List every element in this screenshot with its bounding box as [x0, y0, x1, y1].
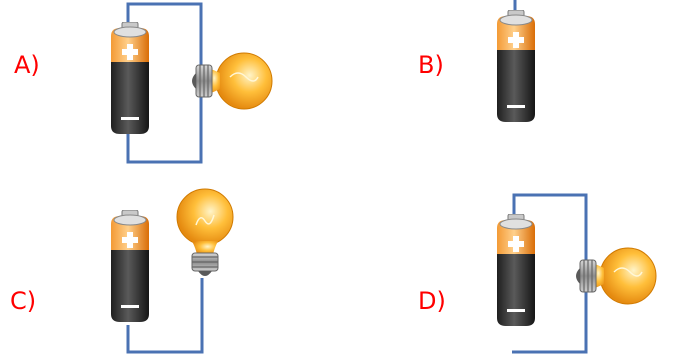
option-d-wire: [512, 193, 588, 354]
option-c-label: C): [10, 287, 37, 315]
option-d-label: D): [418, 287, 446, 315]
option-b-label: B): [418, 51, 444, 79]
option-a-battery: [110, 22, 150, 135]
option-b-battery: [496, 10, 536, 123]
option-a-circuit: [110, 2, 273, 164]
option-d-bulb: [575, 247, 657, 305]
option-a-bulb: [191, 52, 273, 110]
option-c-bulb: [176, 188, 234, 277]
option-c-wire: [126, 278, 204, 354]
option-d-circuit: [496, 193, 657, 354]
option-c-circuit: [110, 188, 234, 354]
option-c-battery: [110, 210, 150, 323]
option-d-battery: [496, 214, 536, 327]
option-b-circuit: [496, 0, 536, 123]
option-a-label: A): [14, 51, 40, 79]
